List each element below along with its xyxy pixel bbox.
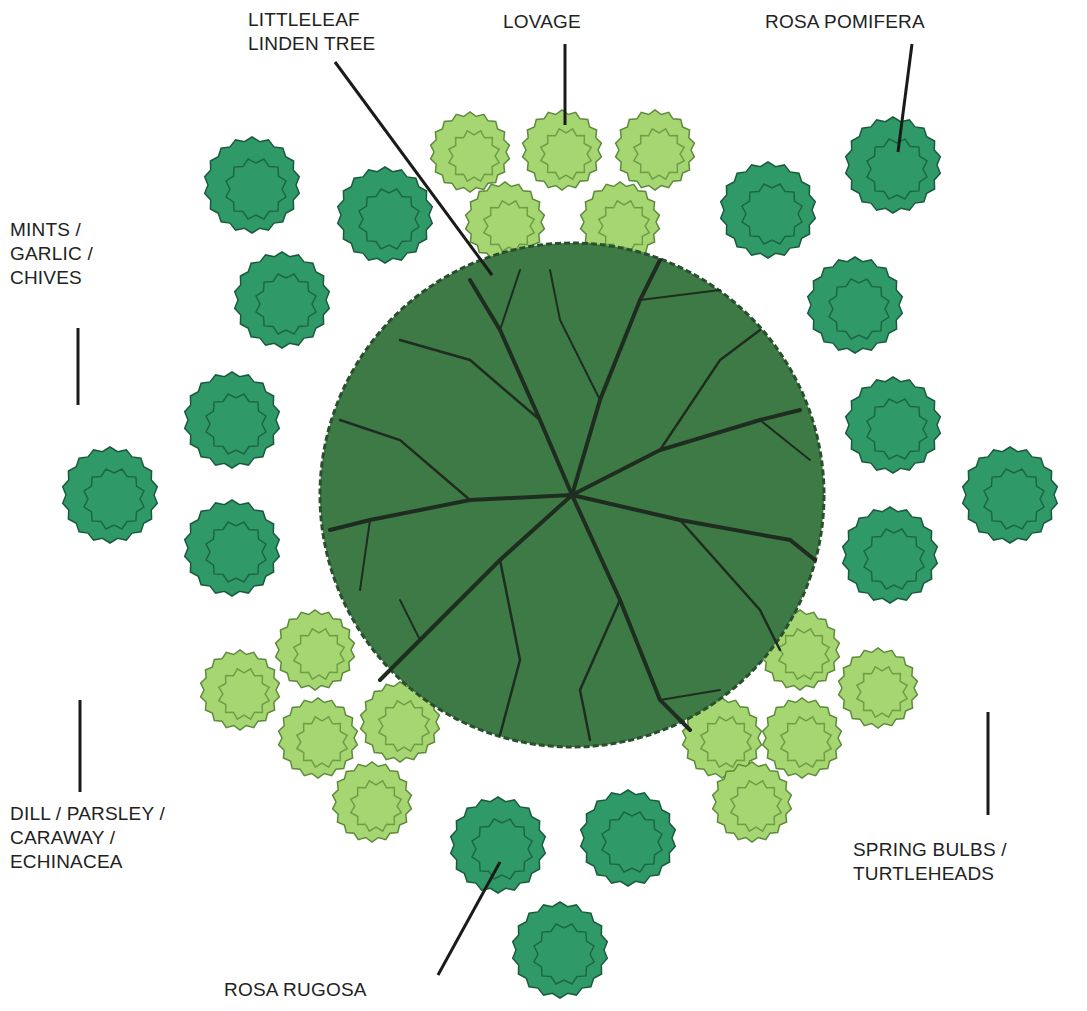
- shrub-texture: [857, 667, 907, 717]
- shrub-texture: [742, 184, 802, 244]
- shrub: [185, 500, 280, 596]
- shrub: [333, 762, 412, 842]
- shrub-texture: [351, 781, 401, 831]
- plant-label: ROSA POMIFERA: [765, 10, 985, 34]
- plant-label: LOVAGE: [503, 10, 633, 34]
- shrub-texture: [984, 469, 1044, 529]
- shrub-texture: [867, 139, 927, 199]
- shrub-texture: [829, 279, 889, 339]
- shrub-texture: [256, 274, 316, 334]
- tree-branches: [330, 260, 815, 740]
- shrub-texture: [864, 529, 924, 589]
- shrub: [843, 507, 938, 603]
- shrub: [276, 610, 355, 690]
- shrub: [523, 110, 602, 190]
- shrub: [451, 797, 546, 893]
- shrub-texture: [449, 131, 499, 181]
- shrub-group: [63, 110, 1058, 998]
- shrub: [338, 167, 433, 263]
- shrub-texture: [359, 189, 419, 249]
- shrub-texture: [84, 469, 144, 529]
- shrub-texture: [602, 812, 662, 872]
- shrub: [763, 698, 842, 778]
- shrub-texture: [867, 399, 927, 459]
- shrub: [963, 447, 1058, 543]
- shrub: [846, 117, 941, 213]
- shrub: [846, 377, 941, 473]
- shrub-texture: [294, 629, 344, 679]
- shrub: [63, 447, 158, 543]
- shrub-texture: [206, 394, 266, 454]
- shrub-texture: [781, 717, 831, 767]
- shrub: [201, 650, 280, 730]
- shrub-texture: [701, 717, 751, 767]
- shrub: [808, 257, 903, 353]
- shrub-texture: [206, 522, 266, 582]
- shrub-texture: [484, 201, 534, 251]
- shrub: [431, 112, 510, 192]
- shrub: [581, 790, 676, 886]
- linden-tree: [320, 243, 824, 747]
- shrub: [205, 137, 300, 233]
- shrub: [713, 762, 792, 842]
- plant-group-label: DILL / PARSLEY / CARAWAY / ECHINACEA: [10, 802, 188, 874]
- shrub-texture: [297, 717, 347, 767]
- leader-lines: [78, 44, 988, 975]
- shrub-texture: [541, 129, 591, 179]
- shrub-texture: [226, 159, 286, 219]
- shrub-texture: [472, 819, 532, 879]
- shrub-texture: [534, 924, 594, 984]
- shrub: [721, 162, 816, 258]
- tree-label: LITTLELEAF LINDEN TREE: [248, 8, 398, 56]
- plant-group-label: MINTS / GARLIC / CHIVES: [10, 218, 122, 290]
- shrub: [616, 110, 695, 190]
- shrub: [185, 372, 280, 468]
- shrub-texture: [379, 701, 429, 751]
- shrub: [513, 902, 608, 998]
- shrub-texture: [599, 201, 649, 251]
- plant-label: ROSA RUGOSA: [224, 978, 454, 1002]
- tree-canopy: [320, 243, 824, 747]
- plant-group-label: SPRING BULBS / TURTLEHEADS: [853, 838, 1053, 886]
- shrub-texture: [731, 781, 781, 831]
- shrub-texture: [219, 669, 269, 719]
- shrub: [839, 648, 918, 728]
- shrub: [235, 252, 330, 348]
- shrub-texture: [779, 629, 829, 679]
- shrub: [279, 698, 358, 778]
- shrub-texture: [634, 129, 684, 179]
